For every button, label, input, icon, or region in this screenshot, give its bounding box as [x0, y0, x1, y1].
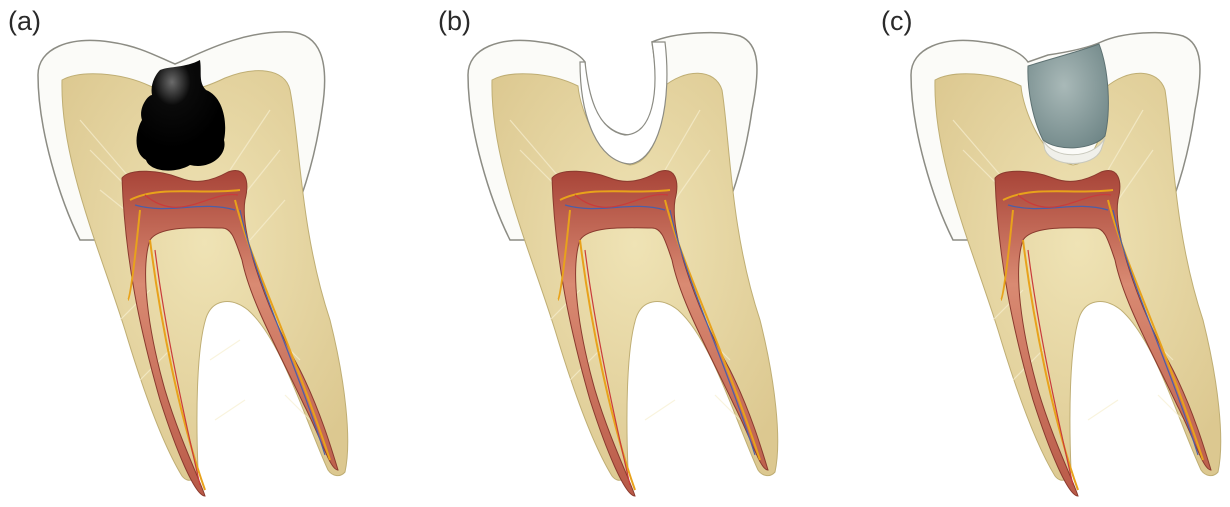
panel-label-c: (c) [881, 6, 912, 37]
tooth-diagram-a [0, 0, 410, 507]
tooth-diagram-c [873, 0, 1230, 507]
tooth-diagram-b [430, 0, 840, 507]
panel-label-a: (a) [8, 6, 41, 37]
panel-label-b: (b) [438, 6, 471, 37]
panel-b: (b) [430, 0, 840, 507]
panel-a: (a) [0, 0, 410, 507]
panel-c: (c) [873, 0, 1230, 507]
